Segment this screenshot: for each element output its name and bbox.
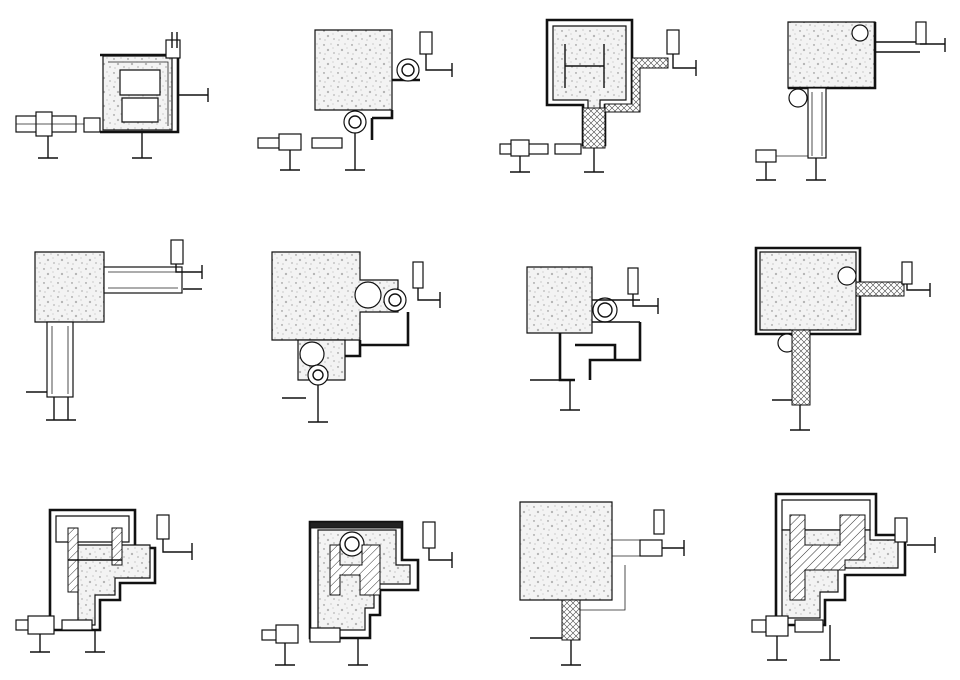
- detail-2: [257, 29, 453, 171]
- detail-5: [26, 239, 203, 421]
- detail-7: [526, 266, 659, 411]
- detail-6: [271, 251, 441, 423]
- detail-11: [519, 501, 685, 666]
- detail-4: [755, 21, 946, 181]
- detail-3: [499, 18, 697, 173]
- detail-8: [754, 246, 931, 431]
- detail-10: [261, 520, 453, 666]
- detail-12: [751, 492, 936, 661]
- detail-1: [15, 32, 209, 159]
- detail-9: [15, 508, 193, 653]
